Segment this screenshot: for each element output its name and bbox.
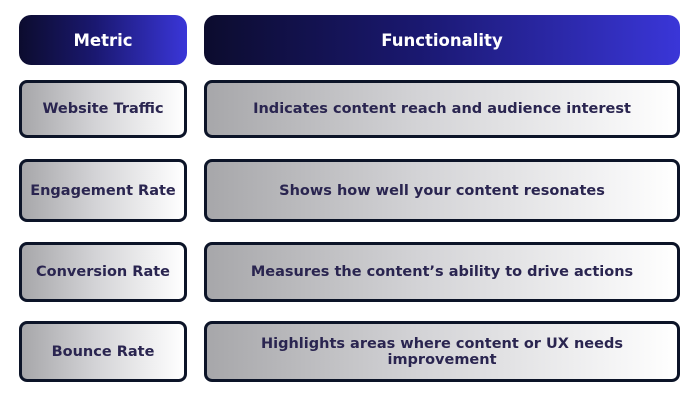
- functionality-label: Highlights areas where content or UX nee…: [261, 335, 623, 368]
- functionality-cell-bounce-rate: Highlights areas where content or UX nee…: [204, 321, 680, 382]
- functionality-cell-website-traffic: Indicates content reach and audience int…: [204, 80, 680, 138]
- metric-cell-engagement-rate: Engagement Rate: [19, 159, 187, 222]
- metric-label: Website Traffic: [42, 101, 164, 117]
- metric-label: Bounce Rate: [51, 343, 155, 360]
- functionality-cell-engagement-rate: Shows how well your content resonates: [204, 159, 680, 222]
- header-metric-label: Metric: [73, 30, 133, 50]
- metric-cell-conversion-rate: Conversion Rate: [19, 242, 187, 302]
- metric-label: Conversion Rate: [35, 264, 170, 280]
- metric-label: Engagement Rate: [30, 182, 176, 199]
- header-metric: Metric: [19, 15, 187, 65]
- functionality-label: Shows how well your content resonates: [279, 182, 605, 199]
- functionality-cell-conversion-rate: Measures the content’s ability to drive …: [204, 242, 680, 302]
- functionality-label: Measures the content’s ability to drive …: [250, 264, 634, 280]
- metric-cell-bounce-rate: Bounce Rate: [19, 321, 187, 382]
- header-functionality: Functionality: [204, 15, 680, 65]
- functionality-label: Indicates content reach and audience int…: [253, 101, 631, 117]
- header-functionality-label: Functionality: [381, 30, 503, 50]
- metric-cell-website-traffic: Website Traffic: [19, 80, 187, 138]
